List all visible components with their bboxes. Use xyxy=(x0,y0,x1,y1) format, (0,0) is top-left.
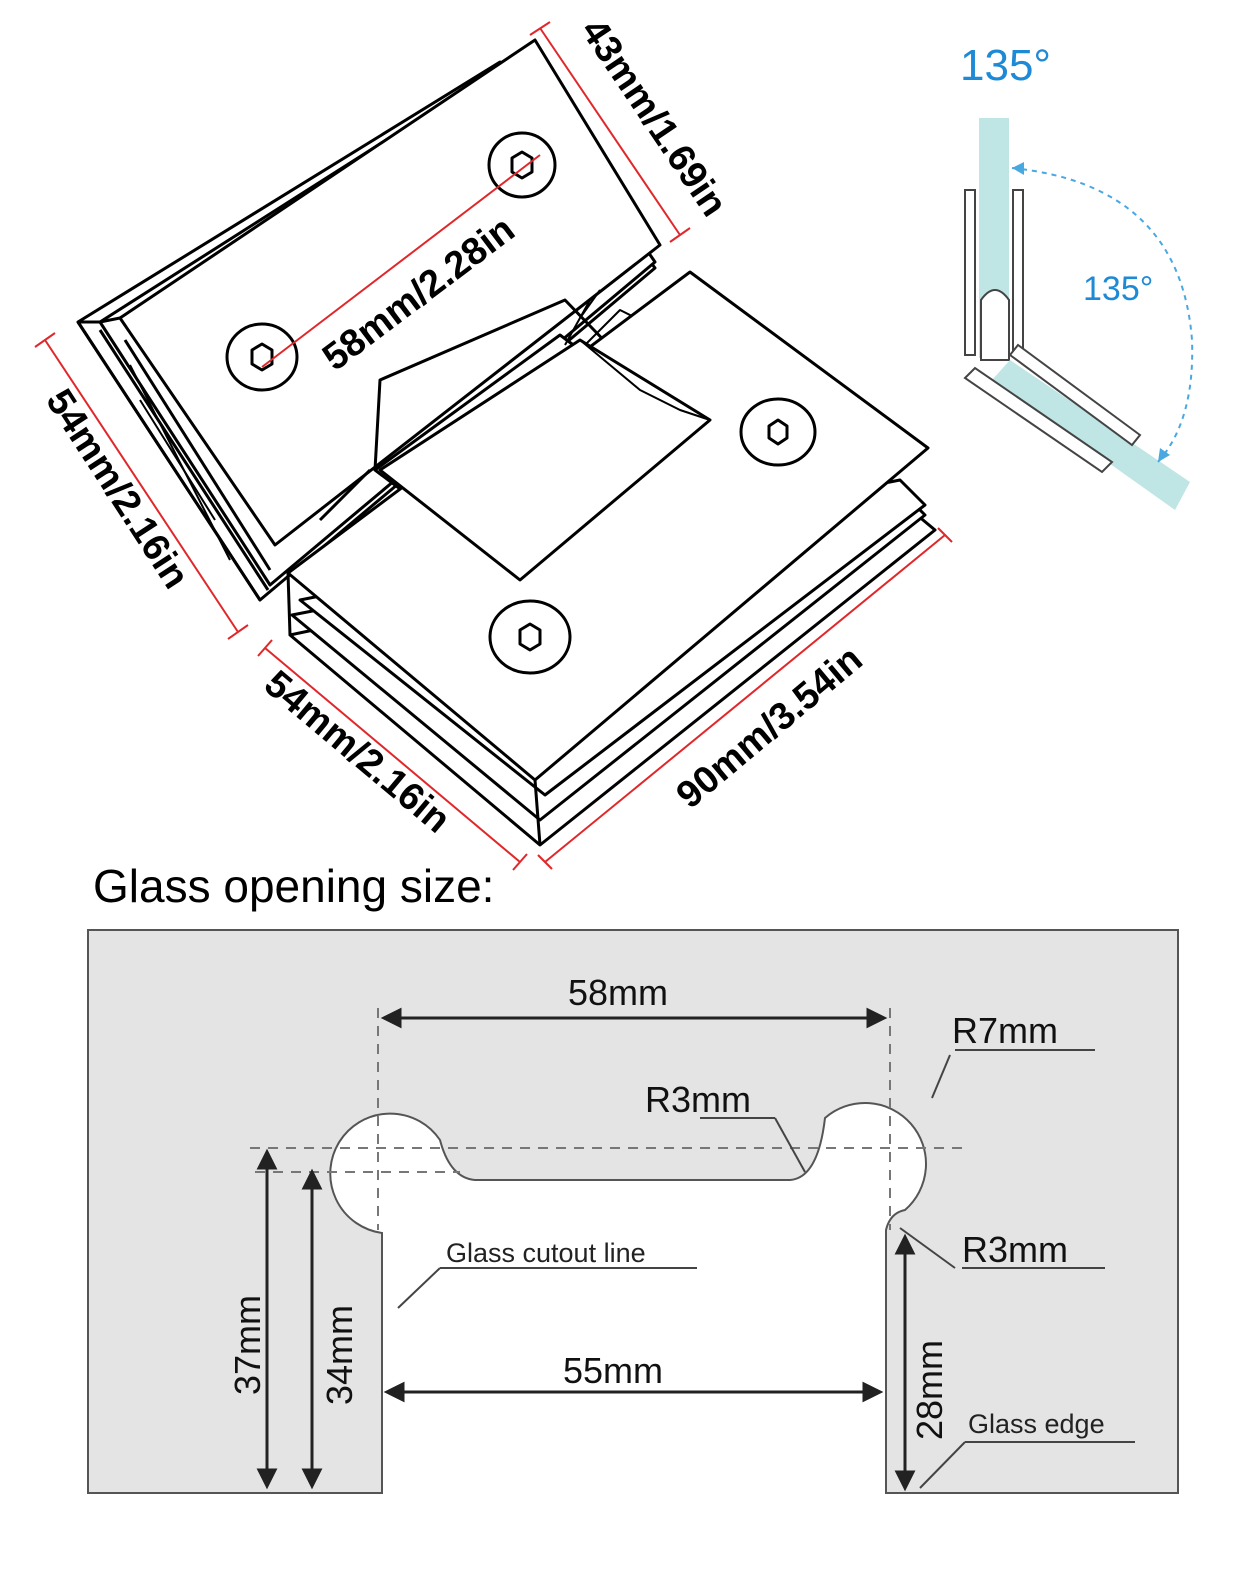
angle-arc-label: 135° xyxy=(1083,270,1153,308)
depth-right-label: 28mm xyxy=(909,1340,950,1440)
radius-inner-label: R3mm xyxy=(645,1079,751,1120)
bottom-span-label: 55mm xyxy=(563,1350,663,1391)
depth-outer-label: 37mm xyxy=(227,1295,268,1395)
top-edge-dim-line xyxy=(539,27,681,236)
cutout-line-label: Glass cutout line xyxy=(446,1238,646,1268)
angle-arc xyxy=(1011,167,1194,463)
radius-side-label: R3mm xyxy=(962,1229,1068,1270)
radius-large-label: R7mm xyxy=(952,1010,1058,1051)
top-span-label: 58mm xyxy=(568,972,668,1013)
angle-top-label: 135° xyxy=(960,41,1051,90)
angle-diagram: 135° 135° xyxy=(960,41,1194,510)
glass-opening-drawing: 58mm R7mm R3mm R3mm Glass cutout line 55… xyxy=(87,929,1179,1494)
left-height-dim-line xyxy=(44,339,239,633)
depth-inner-label: 34mm xyxy=(319,1305,360,1405)
angled-glass xyxy=(992,360,1190,510)
bottom-length-dim-line xyxy=(544,534,946,863)
dimension-lines xyxy=(34,21,953,871)
screw-lower-left xyxy=(488,599,572,675)
hole-spacing-line xyxy=(261,154,541,368)
hinge-drawing xyxy=(76,38,937,847)
bottom-width-dim-line xyxy=(264,647,521,863)
glass-opening-title: Glass opening size: xyxy=(93,860,494,912)
glass-edge-label: Glass edge xyxy=(968,1409,1105,1439)
screw-upper-left xyxy=(225,322,299,392)
screw-lower-right xyxy=(739,397,817,467)
